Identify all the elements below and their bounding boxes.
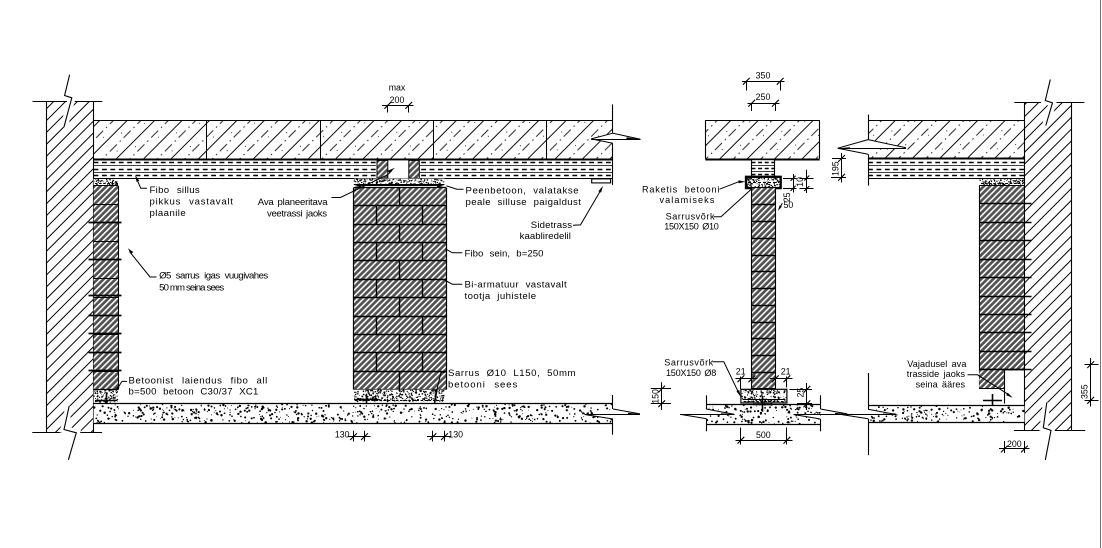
- svg-text:150X150 Ø8: 150X150 Ø8: [666, 368, 716, 378]
- svg-text:Sarrus Ø10 L150, 50mm: Sarrus Ø10 L150, 50mm: [448, 368, 576, 379]
- svg-text:kaabliredelil: kaabliredelil: [520, 231, 571, 242]
- svg-text:veetrassi jaoks: veetrassi jaoks: [267, 209, 327, 220]
- svg-text:25: 25: [782, 192, 792, 202]
- svg-text:Sidetrass: Sidetrass: [531, 220, 572, 231]
- svg-text:tootja juhistele: tootja juhistele: [465, 291, 537, 302]
- svg-text:25: 25: [796, 388, 806, 398]
- svg-text:Sarrusvõrk: Sarrusvõrk: [664, 358, 713, 368]
- svg-text:Fibo sillus: Fibo sillus: [150, 185, 200, 196]
- svg-text:150: 150: [651, 389, 661, 404]
- svg-text:500: 500: [756, 430, 771, 440]
- svg-text:max: max: [389, 82, 406, 92]
- svg-text:pikkus vastavalt: pikkus vastavalt: [150, 196, 234, 207]
- svg-text:Ø5 sarrus igas vuugivahes: Ø5 sarrus igas vuugivahes: [159, 271, 268, 282]
- svg-text:peale silluse paigaldust: peale silluse paigaldust: [466, 197, 582, 208]
- svg-text:Vajadusel ava: Vajadusel ava: [907, 359, 967, 369]
- svg-text:Betoonist laiendus fibo all: Betoonist laiendus fibo all: [129, 376, 268, 387]
- svg-text:355: 355: [1080, 384, 1090, 399]
- svg-text:200: 200: [390, 95, 405, 105]
- svg-text:10: 10: [795, 177, 805, 187]
- svg-text:Bi-armatuur vastavalt: Bi-armatuur vastavalt: [465, 280, 568, 291]
- svg-text:betooni sees: betooni sees: [448, 380, 518, 391]
- svg-text:21: 21: [736, 367, 746, 377]
- svg-text:50: 50: [784, 200, 794, 210]
- svg-text:200: 200: [1007, 439, 1022, 449]
- svg-text:195: 195: [830, 161, 840, 176]
- svg-text:130: 130: [335, 429, 350, 439]
- svg-text:Sarrusvõrk: Sarrusvõrk: [666, 211, 715, 221]
- svg-text:seina ääres: seina ääres: [916, 380, 966, 390]
- svg-text:Fibo sein, b=250: Fibo sein, b=250: [465, 248, 544, 259]
- svg-text:150X150 Ø10: 150X150 Ø10: [664, 222, 719, 232]
- svg-text:valamiseks: valamiseks: [660, 195, 716, 205]
- svg-text:plaanile: plaanile: [150, 208, 187, 219]
- svg-text:Ava planeeritava: Ava planeeritava: [258, 197, 328, 208]
- svg-text:50 mm seina sees: 50 mm seina sees: [159, 282, 224, 293]
- svg-text:trasside jaoks: trasside jaoks: [907, 369, 966, 379]
- svg-text:b=500 betoon C30/37 XC1: b=500 betoon C30/37 XC1: [129, 386, 259, 397]
- svg-text:250: 250: [756, 92, 771, 102]
- svg-text:Peenbetoon, valatakse: Peenbetoon, valatakse: [466, 185, 580, 196]
- svg-text:350: 350: [756, 70, 771, 80]
- svg-text:21: 21: [781, 367, 791, 377]
- svg-text:130: 130: [448, 429, 463, 439]
- svg-text:Raketis betooni: Raketis betooni: [642, 185, 720, 195]
